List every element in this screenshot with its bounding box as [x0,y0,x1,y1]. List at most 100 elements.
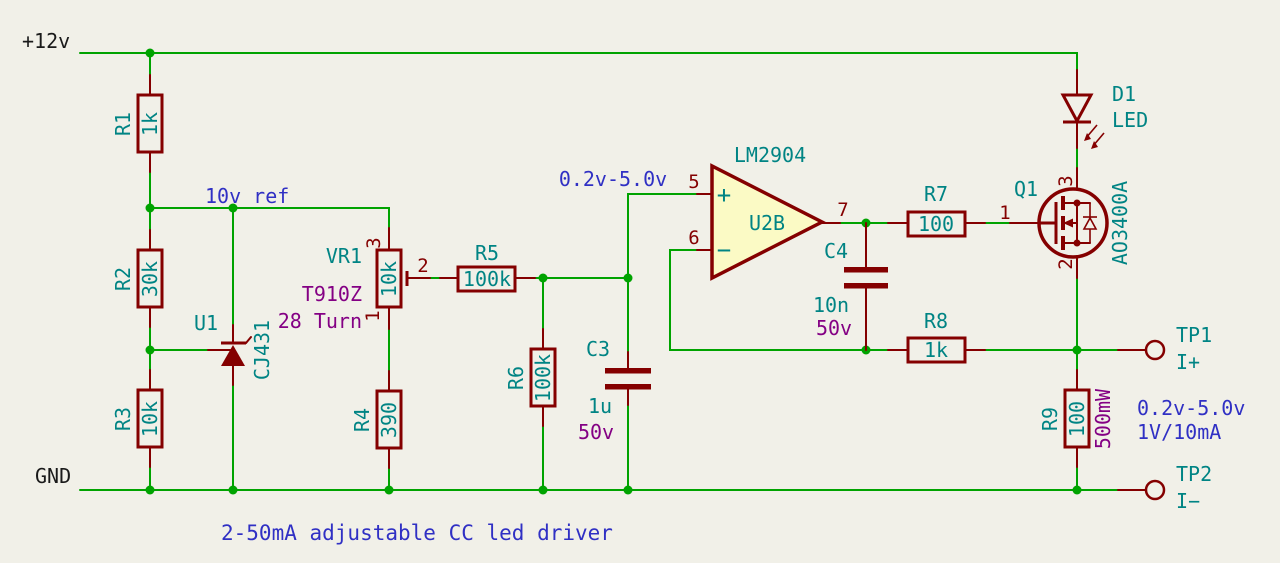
opamp-pin5: 5 [688,171,699,193]
junctions [145,48,1082,495]
testpoint-ref: TP1 [1176,323,1212,347]
power-label-12v: +12v [22,29,70,53]
anode-triangle [221,345,245,366]
potentiometer-VR1[interactable]: VR1 T910Z 28 Turn 10k 3 1 2 [278,227,431,333]
wire-feedback [669,249,889,351]
resistor-R9[interactable]: R9 100 500mW [1038,369,1115,468]
testpoint-circle [1144,339,1166,361]
cap-plate-top [605,368,651,374]
testpoint-TP2[interactable]: TP2 I− [1076,462,1212,513]
opamp-triangle [710,163,826,281]
opamp-pin6: 6 [688,227,699,249]
net-label-output-scale: 1V/10mA [1137,420,1221,444]
mosfet-pin1: 1 [999,202,1010,224]
resistor-R7[interactable]: R7 100 [887,182,986,238]
mosfet-value: AO3400A [1108,181,1132,265]
resistor-ref: R7 [924,182,948,206]
opamp-pin7: 7 [837,199,848,221]
resistor-R4[interactable]: R4 390 [350,370,403,469]
net-label-output-range: 0.2v-5.0v [1137,396,1245,420]
cap-ref: C3 [586,337,610,361]
pot-pin3: 3 [363,237,385,248]
resistor-ref: R5 [475,241,499,265]
resistor-ref: R8 [924,309,948,333]
resistor-value: 30k [138,261,162,297]
pot-body [375,248,403,309]
mosfet-pin2: 2 [1055,258,1077,269]
shunt-ref: U1 [194,311,218,335]
opamp-unit-ref: U2B [749,211,785,235]
opamp-U2B[interactable]: + − U2B LM2904 5 6 7 [688,143,849,281]
resistor-value: 10k [138,401,162,437]
resistor-value: 1k [924,338,948,362]
resistor-body [529,347,557,408]
resistor-ref: R2 [111,267,135,291]
pot-part: T910Z [302,282,362,306]
resistor-body [906,336,967,364]
wire-12v-rail [79,52,1078,71]
resistor-R5[interactable]: R5 100k [439,241,536,293]
testpoint-net: I+ [1176,350,1200,374]
testpoint-TP1[interactable]: TP1 I+ [1117,323,1212,374]
led-ref: D1 [1112,82,1136,106]
resistor-value: 100 [918,212,954,236]
cap-plate-top [844,267,888,273]
substrate-arrow [1063,218,1073,228]
resistor-ref: R4 [350,408,374,432]
testpoint-ref: TP2 [1176,462,1212,486]
resistor-body [136,248,164,309]
resistor-value: 100k [531,354,555,402]
pot-ref: VR1 [326,244,362,268]
mosfet-Q1[interactable]: Q1 AO3400A 1 3 2 [999,167,1132,279]
led-value: LED [1112,108,1148,132]
resistor-value: 100 [1065,401,1089,437]
mosfet-pin3: 3 [1055,175,1077,186]
cap-value: 10n [813,293,849,317]
cap-ref: C4 [824,239,848,263]
capacitor-C4[interactable]: C4 10n 50v [813,222,888,351]
resistor-ref: R9 [1038,407,1062,431]
resistor-ref: R3 [111,407,135,431]
pot-pin1: 1 [362,310,384,321]
power-label-gnd: GND [35,464,71,488]
opamp-plus-sign: + [717,181,731,209]
resistor-R8[interactable]: R8 1k [887,309,986,364]
pot-note: 28 Turn [278,309,362,333]
resistor-R2[interactable]: R2 30k [111,229,164,328]
shunt-regulator-U1[interactable]: U1 CJ431 [194,311,274,386]
resistor-body [1063,388,1091,449]
resistor-body [456,265,517,293]
resistor-body [375,389,403,450]
resistor-ref: R1 [111,112,135,136]
pot-pin2: 2 [417,255,428,277]
cap-value: 1u [588,394,612,418]
resistor-R6[interactable]: R6 100k [504,328,557,427]
resistor-R1[interactable]: R1 1k [111,74,164,173]
pot-value: 10k [377,261,401,297]
resistor-value: 100k [463,267,511,291]
led-D1[interactable]: D1 LED [1060,69,1148,149]
wire-opamp-plus [627,193,698,279]
resistor-value: 1k [138,112,162,136]
resistor-body [136,388,164,449]
opamp-part-value: LM2904 [734,143,806,167]
testpoint-circle [1144,479,1166,501]
capacitor-C3[interactable]: C3 1u 50v [578,337,651,444]
resistor-power-rating: 500mW [1091,388,1115,449]
cap-voltage: 50v [578,420,614,444]
cap-plate-bottom [844,283,888,289]
body-diode [1082,216,1098,230]
net-label-10v-ref: 10v ref [205,184,289,208]
cap-plate-bottom [605,384,651,390]
resistor-body [906,210,967,238]
testpoint-net: I− [1176,489,1200,513]
cap-voltage: 50v [816,316,852,340]
diode-triangle [1060,93,1094,125]
resistor-ref: R6 [504,366,528,390]
resistor-R3[interactable]: R3 10k [111,369,164,468]
resistor-body [136,93,164,154]
net-label-opamp-input-range: 0.2v-5.0v [559,167,667,191]
